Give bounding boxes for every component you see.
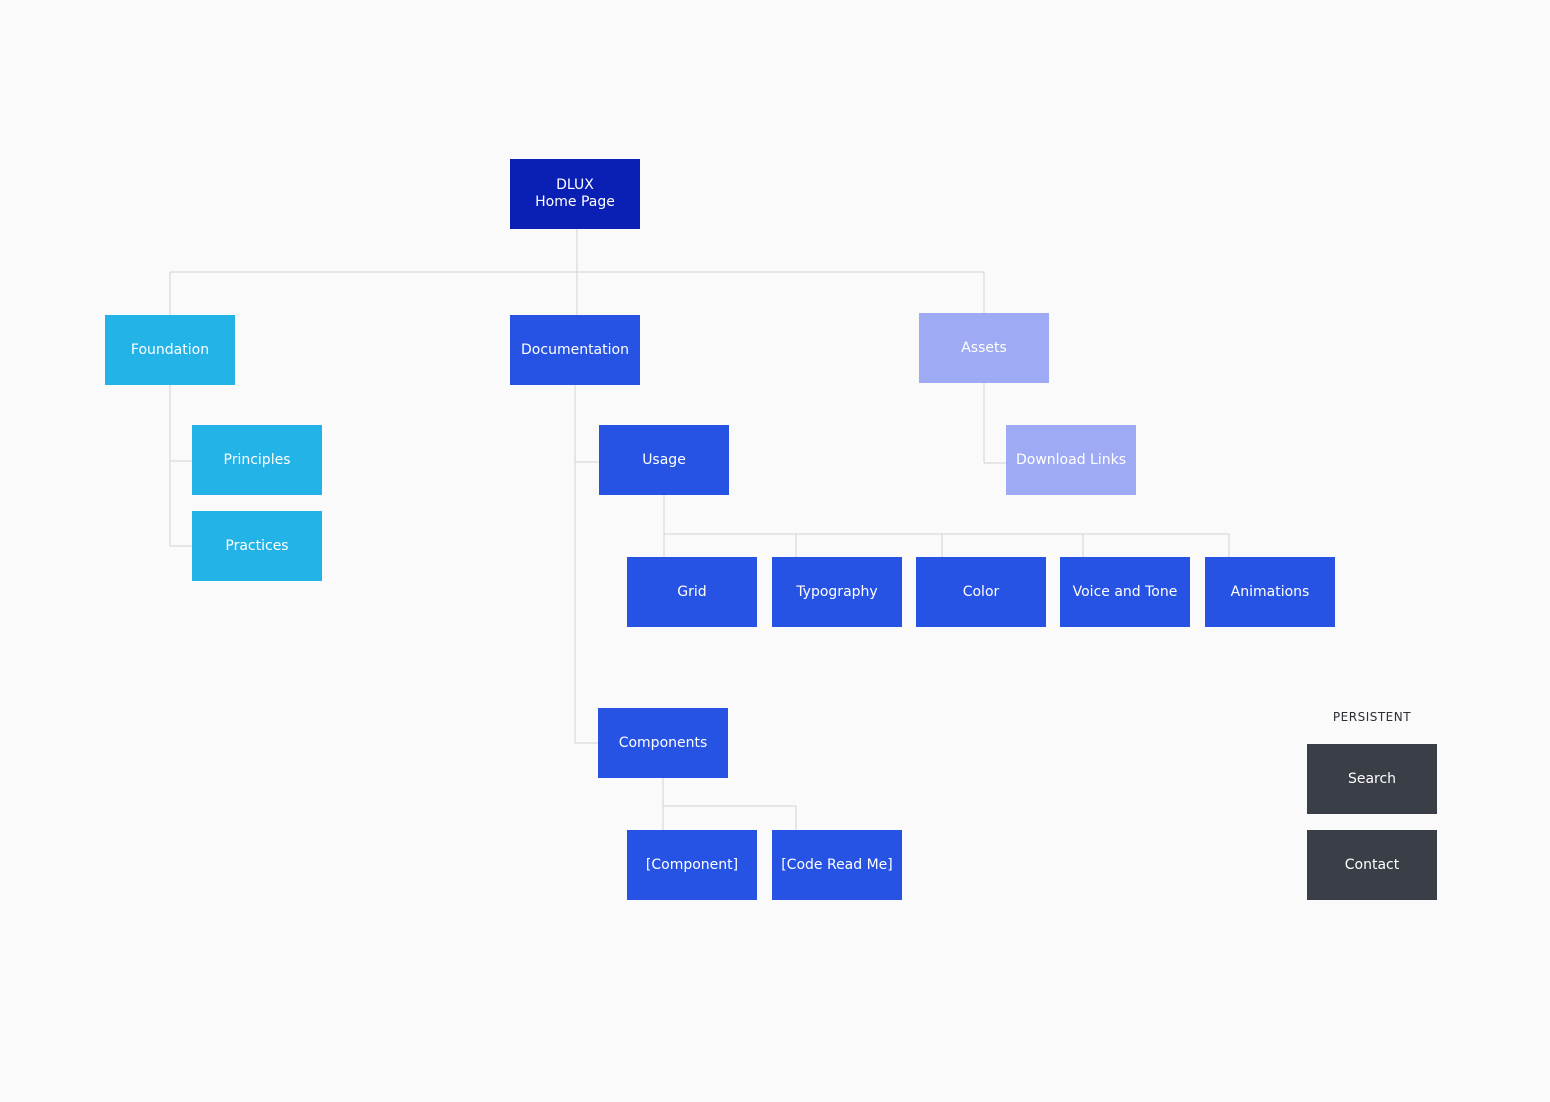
- node-label: Documentation: [521, 341, 629, 358]
- node-label: Search: [1347, 770, 1397, 787]
- node-contact[interactable]: Contact: [1307, 830, 1437, 900]
- node-label: Practices: [225, 537, 289, 554]
- node-practices[interactable]: Practices: [192, 511, 322, 581]
- node-components[interactable]: Components: [598, 708, 728, 778]
- node-label: [Code Read Me]: [781, 856, 893, 873]
- node-label: DLUX Home Page: [535, 177, 615, 210]
- node-label: Contact: [1344, 856, 1400, 873]
- node-animations[interactable]: Animations: [1205, 557, 1335, 627]
- node-label: Foundation: [130, 341, 210, 358]
- node-principles[interactable]: Principles: [192, 425, 322, 495]
- node-label: Voice and Tone: [1072, 583, 1178, 600]
- node-code-read-me[interactable]: [Code Read Me]: [772, 830, 902, 900]
- node-assets[interactable]: Assets: [919, 313, 1049, 383]
- node-search[interactable]: Search: [1307, 744, 1437, 814]
- node-label: Grid: [677, 583, 707, 600]
- node-component[interactable]: [Component]: [627, 830, 757, 900]
- node-label: Color: [962, 583, 1000, 600]
- node-label: [Component]: [645, 856, 739, 873]
- node-label: Components: [618, 734, 708, 751]
- node-label: Animations: [1230, 583, 1310, 600]
- node-grid[interactable]: Grid: [627, 557, 757, 627]
- node-label: Usage: [642, 451, 686, 468]
- node-label: Download Links: [1015, 451, 1126, 468]
- persistent-heading: PERSISTENT: [1332, 710, 1412, 724]
- node-typography[interactable]: Typography: [772, 557, 902, 627]
- node-foundation[interactable]: Foundation: [105, 315, 235, 385]
- node-label: Typography: [796, 583, 878, 600]
- node-download-links[interactable]: Download Links: [1006, 425, 1136, 495]
- node-label: Principles: [223, 451, 291, 468]
- node-color[interactable]: Color: [916, 557, 1046, 627]
- node-label: Assets: [961, 339, 1007, 356]
- node-voice-and-tone[interactable]: Voice and Tone: [1060, 557, 1190, 627]
- node-usage[interactable]: Usage: [599, 425, 729, 495]
- node-documentation[interactable]: Documentation: [510, 315, 640, 385]
- node-dlux-home-page[interactable]: DLUX Home Page: [510, 159, 640, 229]
